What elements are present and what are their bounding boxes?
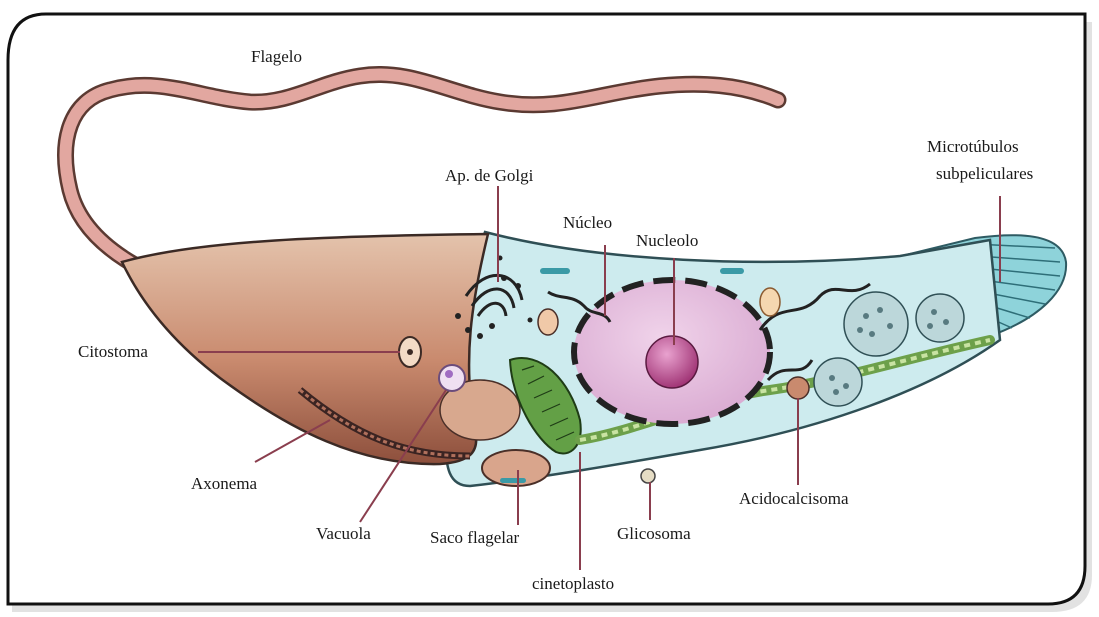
label-acidocalcisoma: Acidocalcisoma bbox=[739, 490, 849, 507]
label-microtubulos-2: subpeliculares bbox=[936, 165, 1033, 182]
label-vacuola: Vacuola bbox=[316, 525, 371, 542]
nucleolus bbox=[646, 336, 698, 388]
label-nucleolo: Nucleolo bbox=[636, 232, 698, 249]
label-nucleo: Núcleo bbox=[563, 214, 612, 231]
label-saco-flagelar: Saco flagelar bbox=[430, 529, 519, 546]
vacuole bbox=[439, 365, 465, 391]
acidocalcisome bbox=[787, 377, 809, 399]
small-organelle bbox=[538, 309, 558, 335]
label-flagelo: Flagelo bbox=[251, 48, 302, 65]
label-axonema: Axonema bbox=[191, 475, 257, 492]
glycosome bbox=[641, 469, 655, 483]
label-citostoma: Citostoma bbox=[78, 343, 148, 360]
label-golgi: Ap. de Golgi bbox=[445, 167, 533, 184]
label-microtubulos-1: Microtúbulos bbox=[927, 138, 1019, 155]
label-cinetoplasto: cinetoplasto bbox=[532, 575, 614, 592]
label-glicosoma: Glicosoma bbox=[617, 525, 691, 542]
